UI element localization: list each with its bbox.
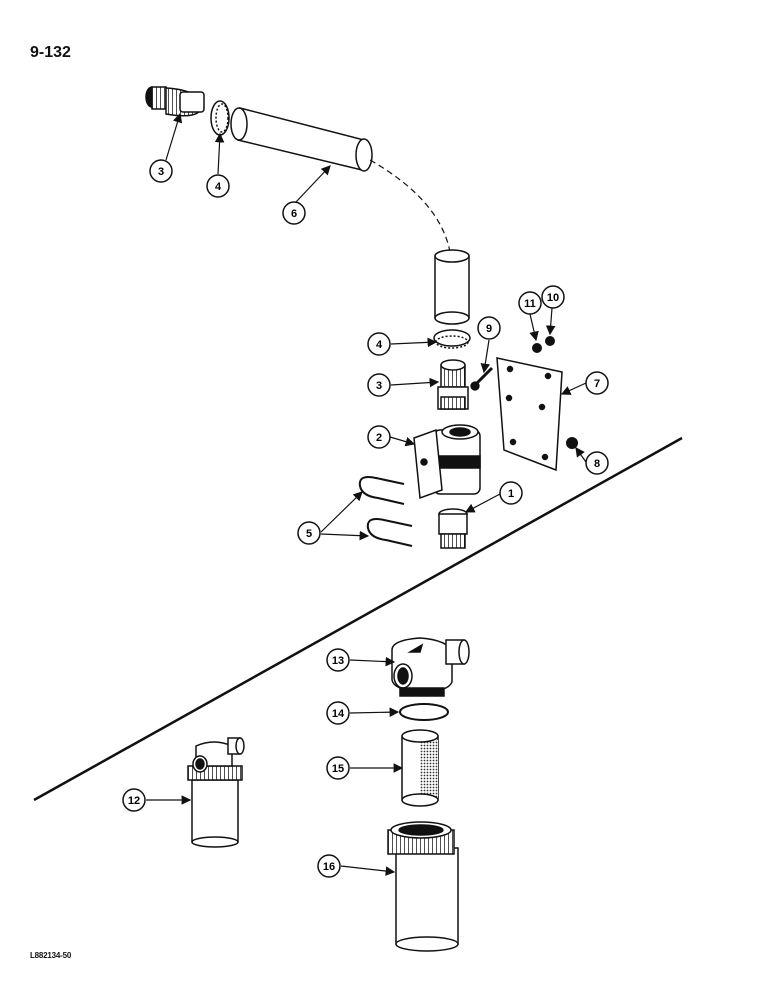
hose-continuation-line (369, 159, 451, 253)
svg-text:14: 14 (332, 708, 345, 720)
callout-16: 16 (317, 854, 341, 878)
valve-part-2 (413, 424, 481, 500)
hose-clamp-part-4-lower (433, 329, 471, 349)
fitting-part-3-lower (437, 359, 469, 410)
page-number: 9-132 (30, 44, 71, 61)
strainer-head-part-13 (391, 637, 470, 697)
svg-text:16: 16 (323, 861, 335, 873)
callout-2: 2 (367, 425, 391, 449)
washer-part-11 (532, 343, 542, 353)
svg-text:11: 11 (524, 298, 536, 310)
callout-4-top: 4 (206, 174, 230, 198)
svg-text:12: 12 (128, 795, 140, 807)
hose-clamp-part-4-top (210, 100, 230, 136)
callout-14: 14 (326, 701, 350, 725)
callout-1: 1 (499, 481, 523, 505)
hose-part-6 (230, 107, 373, 172)
nipple-part-1 (438, 508, 468, 549)
u-bolts-part-5 (358, 476, 413, 547)
mounting-bracket-part-7 (496, 357, 563, 472)
hose-lower-end (434, 249, 470, 325)
leader-lines (146, 112, 587, 876)
callout-5: 5 (297, 521, 321, 545)
nut-part-10 (545, 336, 555, 346)
callout-3-lower: 3 (367, 373, 391, 397)
bowl-part-16 (387, 821, 459, 952)
svg-text:9: 9 (486, 323, 492, 335)
callout-4-lower: 4 (367, 332, 391, 356)
callout-6: 6 (282, 201, 306, 225)
svg-text:5: 5 (306, 528, 312, 540)
callout-10: 10 (541, 285, 565, 309)
fitting-part-3-top (145, 86, 205, 117)
callout-9: 9 (477, 316, 501, 340)
svg-text:15: 15 (332, 763, 344, 775)
svg-text:7: 7 (594, 378, 600, 390)
callout-3-top: 3 (149, 159, 173, 183)
svg-text:3: 3 (376, 380, 382, 392)
callout-12: 12 (122, 788, 146, 812)
gasket-part-14 (399, 703, 449, 721)
bolt-part-9 (470, 366, 494, 391)
screen-part-15 (401, 729, 439, 807)
nut-part-8 (566, 437, 578, 449)
callout-8: 8 (585, 451, 609, 475)
svg-text:8: 8 (594, 458, 600, 470)
svg-text:3: 3 (158, 166, 164, 178)
svg-text:2: 2 (376, 432, 382, 444)
svg-text:13: 13 (332, 655, 344, 667)
separator-line (33, 436, 683, 802)
svg-text:4: 4 (376, 339, 383, 351)
figure-code: L882134-50 (30, 951, 72, 960)
callout-7: 7 (585, 371, 609, 395)
callout-15: 15 (326, 756, 350, 780)
svg-text:6: 6 (291, 208, 297, 220)
svg-text:1: 1 (508, 488, 514, 500)
svg-text:4: 4 (215, 181, 222, 193)
callout-13: 13 (326, 648, 350, 672)
callout-11: 11 (518, 291, 542, 315)
svg-text:10: 10 (547, 292, 559, 304)
strainer-assembly-part-12 (187, 737, 245, 848)
